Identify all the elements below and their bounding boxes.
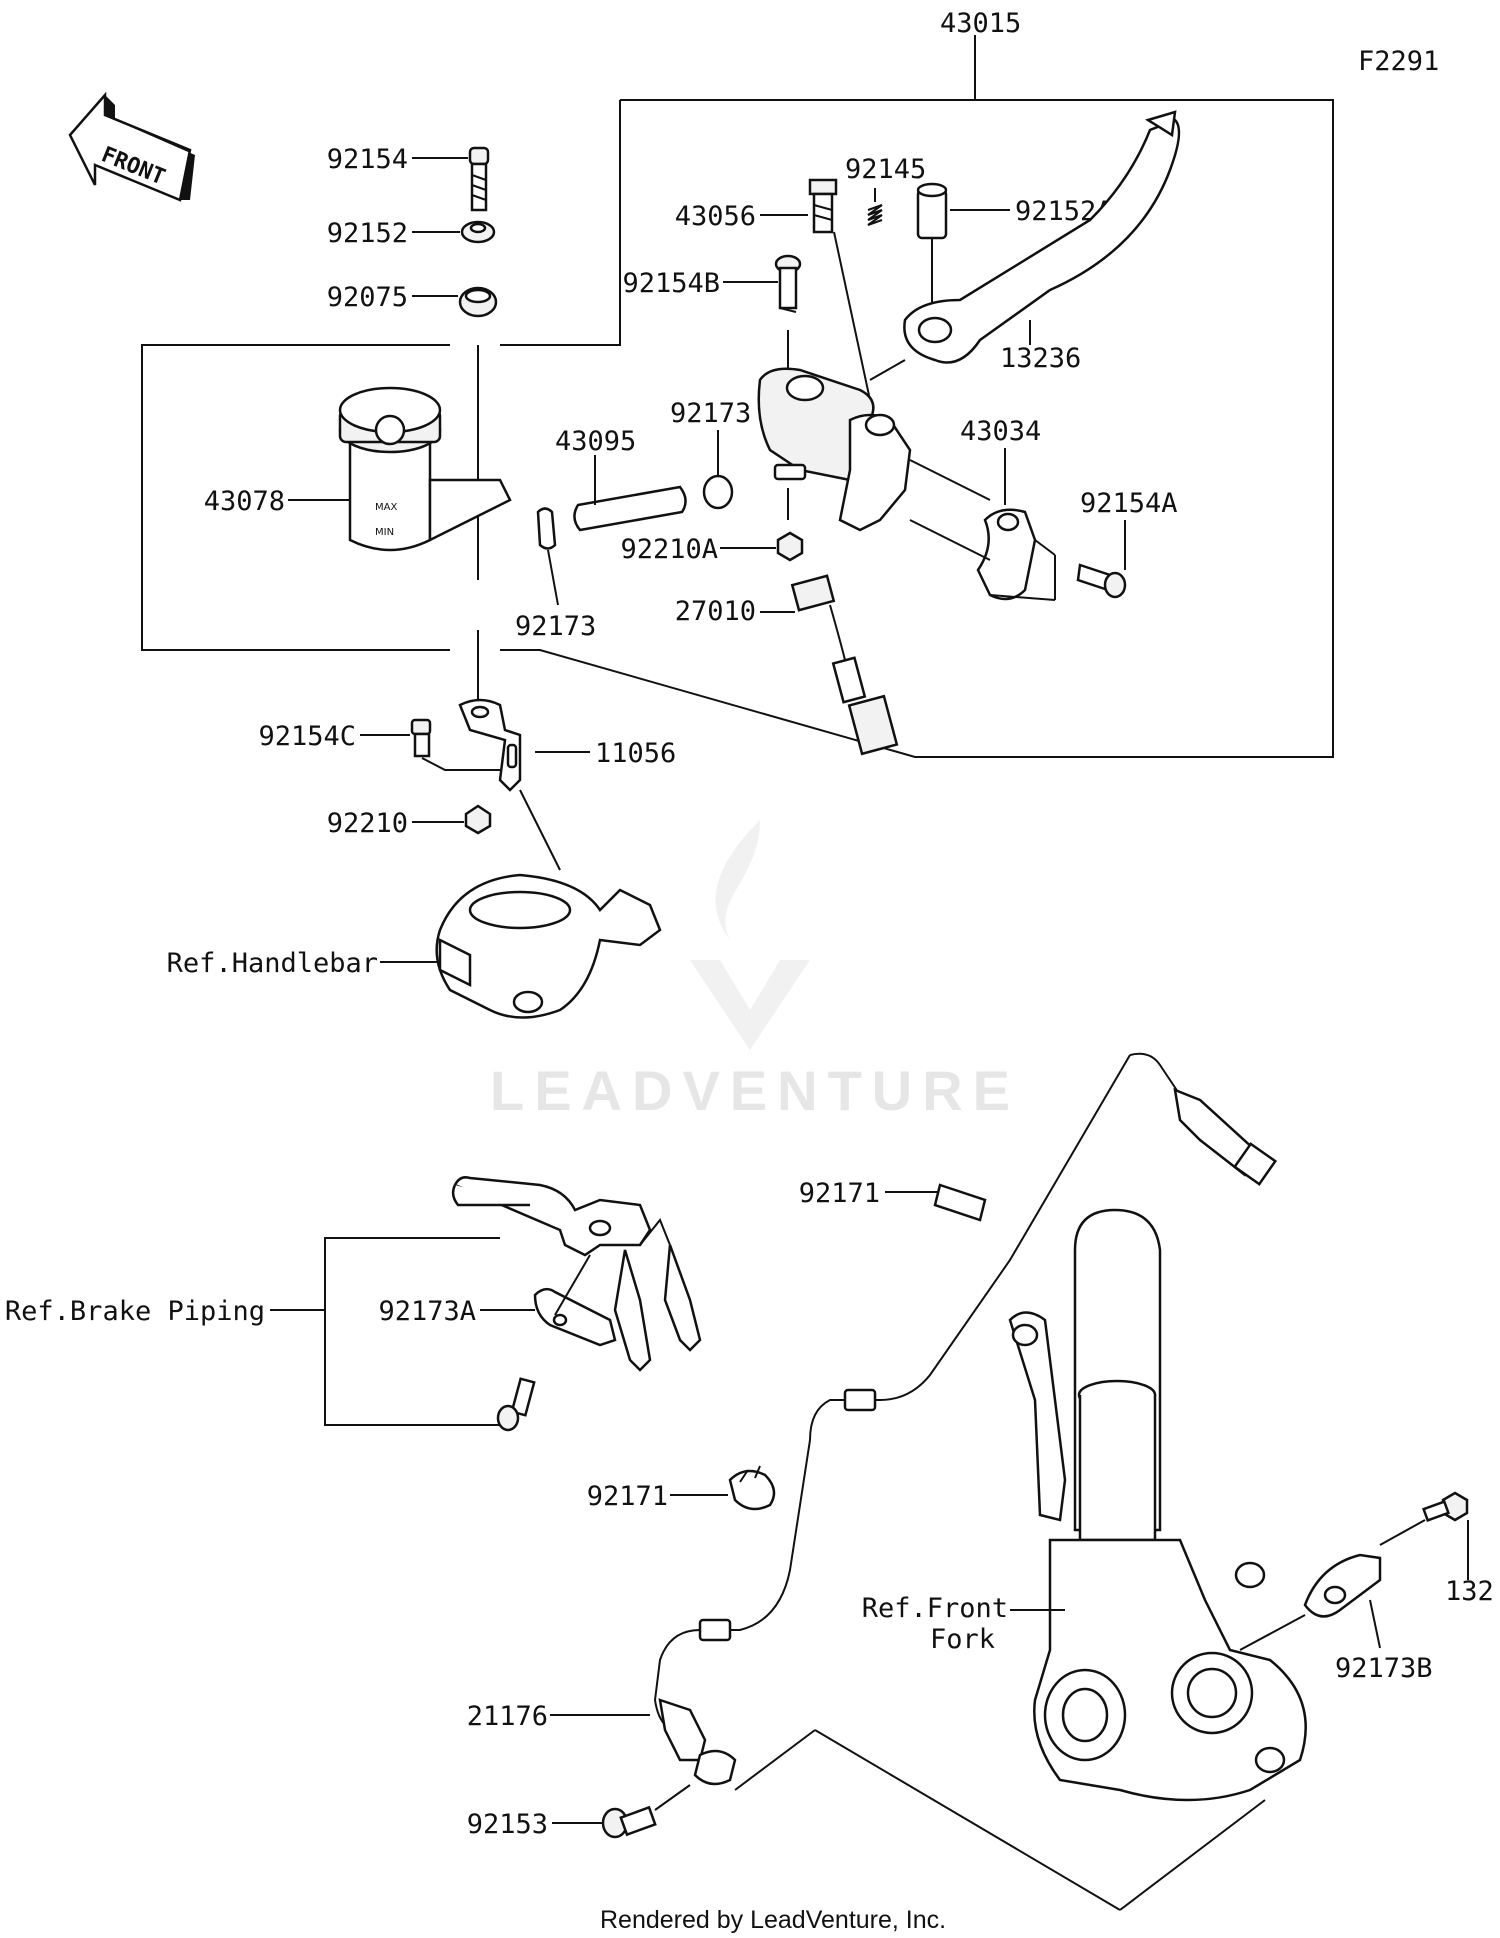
handlebar-clamp <box>435 873 662 1019</box>
label-92154: 92154 <box>327 144 408 175</box>
part-43056-fitting[interactable] <box>808 178 838 234</box>
part-92173-clamp-right[interactable] <box>702 474 734 510</box>
label-43056: 43056 <box>675 201 756 232</box>
label-132: 132 <box>1445 1576 1494 1607</box>
label-92173-top: 92173 <box>670 398 751 429</box>
label-ref-front-fork-line2: Fork <box>930 1624 995 1655</box>
part-92210A-nut[interactable] <box>776 531 804 562</box>
watermark-text: LEADVENTURE <box>490 1059 1020 1122</box>
watermark-logo <box>690 820 810 1050</box>
footer-credit: Rendered by LeadVenture, Inc. <box>600 1906 946 1934</box>
label-43034: 43034 <box>960 416 1041 447</box>
part-43034-clamp-holder[interactable] <box>976 508 1037 601</box>
part-92173-clamp-left[interactable] <box>536 507 557 550</box>
part-92153-bolt[interactable] <box>601 1805 657 1839</box>
label-21176: 21176 <box>467 1701 548 1732</box>
label-92154B: 92154B <box>622 268 720 299</box>
part-92171-grommet-top[interactable] <box>933 1183 987 1222</box>
label-92173A: 92173A <box>378 1296 476 1327</box>
part-92145-spring[interactable] <box>867 204 883 226</box>
part-92154B-pivot-bolt[interactable] <box>774 254 802 313</box>
label-43015: 43015 <box>940 8 1021 39</box>
part-132-bolt[interactable] <box>1422 1491 1469 1523</box>
part-92171-grommet-mid[interactable] <box>728 1465 776 1511</box>
label-92173B: 92173B <box>1335 1653 1433 1684</box>
svg-text:MAX: MAX <box>375 502 397 513</box>
label-92145: 92145 <box>845 154 926 185</box>
part-92152A-collar[interactable] <box>916 182 948 240</box>
part-43095-hose[interactable] <box>573 485 687 532</box>
label-92171-top: 92171 <box>799 1178 880 1209</box>
part-92154C-screw[interactable] <box>410 718 432 758</box>
label-92152: 92152 <box>327 218 408 249</box>
label-92210A: 92210A <box>620 534 718 565</box>
master-cylinder-body <box>757 367 912 532</box>
part-27010-brake-switch[interactable] <box>790 574 899 756</box>
label-27010: 27010 <box>675 596 756 627</box>
label-ref-front-fork-line1: Ref.Front <box>862 1593 1008 1624</box>
part-92173B-clamp[interactable] <box>1303 1553 1382 1618</box>
label-ref-handlebar: Ref.Handlebar <box>167 948 378 979</box>
diagram-code: F2291 <box>1358 46 1439 77</box>
label-92154A: 92154A <box>1080 488 1178 519</box>
label-92154C: 92154C <box>258 721 356 752</box>
label-43078: 43078 <box>204 486 285 517</box>
brake-piping-assembly <box>451 1176 702 1372</box>
label-13236: 13236 <box>1000 343 1081 374</box>
label-92171-mid: 92171 <box>587 1481 668 1512</box>
label-92075: 92075 <box>327 282 408 313</box>
part-21176-abs-sensor-harness[interactable] <box>653 1052 1278 1786</box>
part-92152-collar[interactable] <box>460 220 496 244</box>
label-43095: 43095 <box>555 426 636 457</box>
part-13236-lever[interactable] <box>903 110 1181 364</box>
front-fork <box>1008 1208 1307 1802</box>
label-92210: 92210 <box>327 808 408 839</box>
part-92075-grommet[interactable] <box>458 286 498 318</box>
part-92154-bolt[interactable] <box>468 146 490 212</box>
label-11056: 11056 <box>595 738 676 769</box>
label-92173-bottom: 92173 <box>515 611 596 642</box>
front-arrow-icon: FRONT <box>68 91 195 202</box>
assembly-box-43015 <box>141 35 1334 758</box>
part-92210-nut[interactable] <box>464 804 492 835</box>
svg-text:MIN: MIN <box>375 527 394 538</box>
part-92173A-clamp[interactable] <box>533 1287 617 1347</box>
label-ref-brake-piping: Ref.Brake Piping <box>5 1296 265 1327</box>
part-43078-reservoir[interactable]: MAX MIN <box>338 386 512 552</box>
label-92153: 92153 <box>467 1809 548 1840</box>
part-92154A-bolt[interactable] <box>1076 563 1127 599</box>
brake-piping-bolt[interactable] <box>496 1377 536 1432</box>
part-11056-bracket[interactable] <box>458 698 522 792</box>
